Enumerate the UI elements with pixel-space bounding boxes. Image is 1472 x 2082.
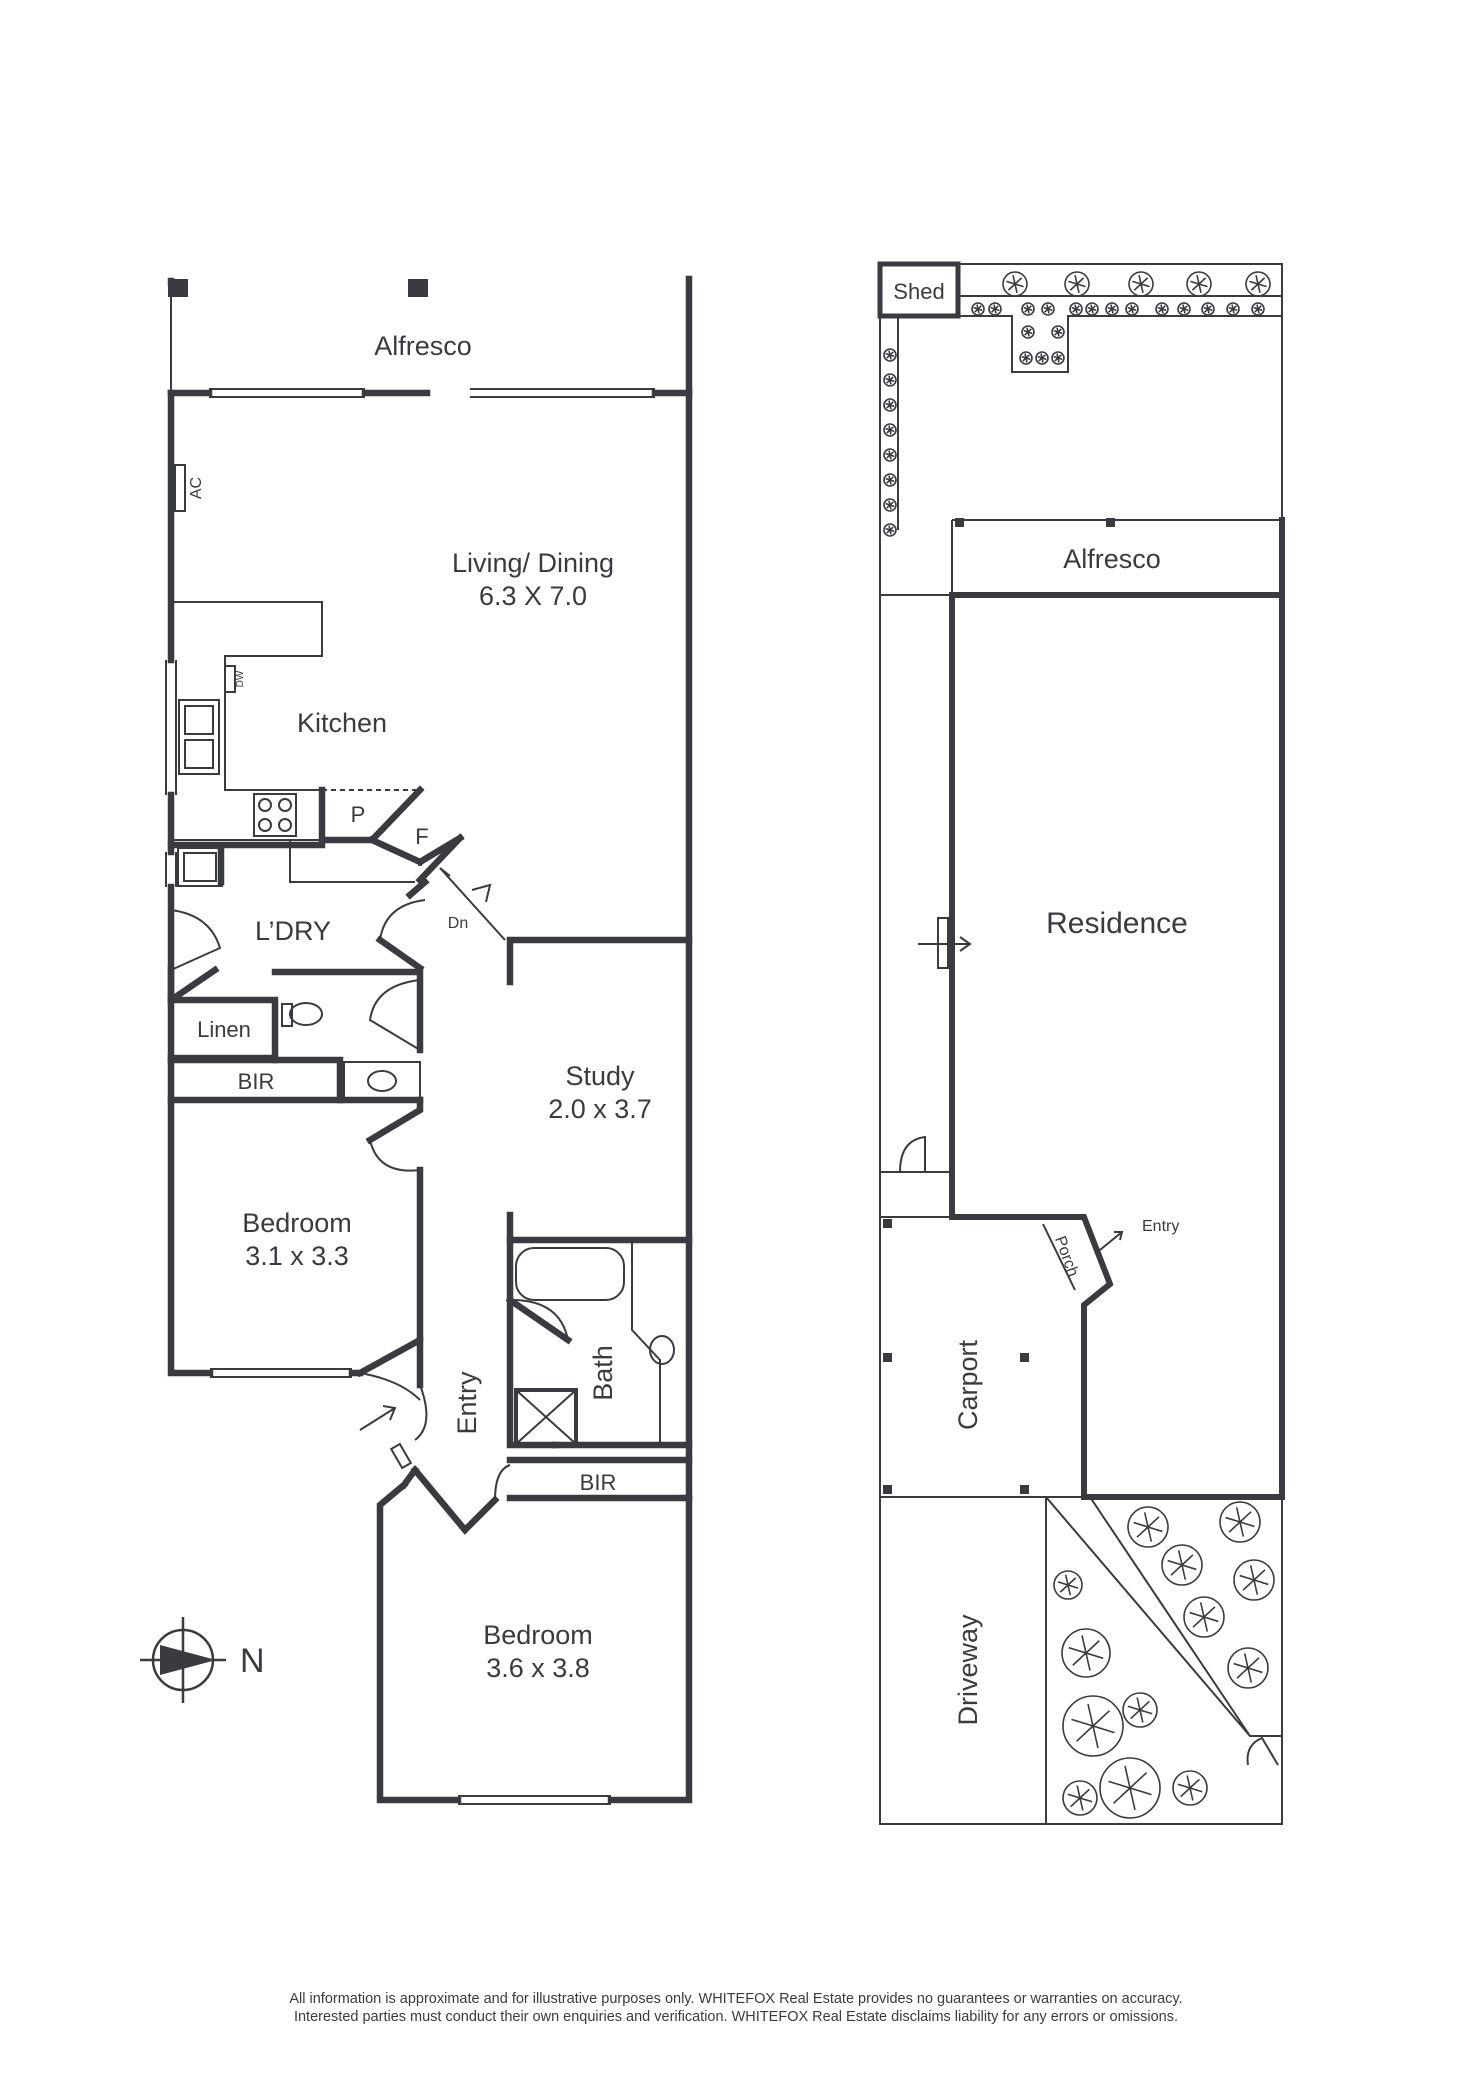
tree-icon [971,302,985,316]
tree-icon [1186,271,1212,297]
tree-icon [1201,302,1215,316]
tree-icon [1021,325,1035,339]
kitchen-sink [178,699,220,775]
tree-icon [883,498,897,512]
tree-icon [1127,1506,1169,1548]
tree-icon [1177,302,1191,316]
north-label: N [240,1642,265,1680]
shower [514,1388,578,1446]
tree-icon [1021,302,1035,316]
tree-icon [883,523,897,537]
vanity [343,1061,421,1101]
tree-icon [1128,271,1154,297]
bedroom1-label: Bedroom [242,1208,352,1238]
tree-icon [1122,1692,1158,1728]
kitchen-label: Kitchen [297,708,387,738]
tree-icon [883,448,897,462]
floor-plan [165,275,693,1805]
study-label: Study [565,1061,635,1091]
tree-icon [1051,351,1065,365]
tree-icon [1251,302,1265,316]
tree-icon [883,473,897,487]
tree-icon [1161,1544,1203,1586]
site-entry-label: Entry [1142,1218,1179,1235]
tree-icon [1172,1770,1208,1806]
disclaimer-line-1: All information is approximate and for i… [289,1991,1183,2007]
tree-icon [1226,302,1240,316]
bedroom2-label: Bedroom [483,1620,593,1650]
bath-label: Bath [588,1345,618,1401]
tree-icon [1245,271,1271,297]
tree-icon [1041,302,1055,316]
tree-icon [883,423,897,437]
tree-icon [1069,302,1083,316]
study-size: 2.0 x 3.7 [548,1094,652,1124]
tree-icon [1155,302,1169,316]
tree-icon [1061,1628,1111,1678]
bir-bottom-label: BIR [580,1470,617,1495]
ac-label: AC [188,477,205,499]
disclaimer-line-2: Interested parties must conduct their ow… [293,2009,1179,2025]
tree-icon [1035,351,1049,365]
alfresco-post [168,279,188,297]
tree-icon [1062,1780,1098,1816]
tree-icon [883,348,897,362]
tree-icon [883,373,897,387]
residence-label: Residence [1046,907,1188,940]
tree-icon [1053,1570,1083,1600]
shed-label: Shed [893,279,944,304]
tree-icon [1105,302,1119,316]
dishwasher [224,665,236,693]
bir-top-label: BIR [238,1069,275,1094]
porch-label: Porch [1051,1234,1081,1279]
tree-icon [883,398,897,412]
tree-icon [1019,351,1033,365]
living-dining-label: Living/ Dining [452,548,614,578]
tree-icon [1227,1647,1269,1689]
site-plan [877,261,1285,1825]
tree-icon [1064,271,1090,297]
tree-icon [1085,302,1099,316]
tree-icon [1219,1501,1261,1543]
tree-icon [988,302,1002,316]
entry-label: Entry [452,1371,482,1435]
toilet [289,1002,323,1026]
landscaping [883,271,1275,1819]
living-dining-size: 6.3 X 7.0 [479,581,587,611]
down-label: Dn [448,915,468,932]
tree-icon [1183,1596,1225,1638]
fridge-label: F [415,824,428,849]
ac-unit [174,464,186,512]
cooktop [253,793,297,837]
alfresco-post [408,279,428,297]
site-plan-labels: Shed Alfresco Residence Entry Porch Carp… [893,279,1188,1726]
tree-icon [1099,1757,1161,1819]
compass-icon: N [140,1617,265,1703]
tree-icon [1062,1695,1124,1757]
tree-icon [1125,302,1139,316]
carport-label: Carport [953,1339,983,1430]
pantry-label: P [351,802,366,827]
site-alfresco-label: Alfresco [1063,544,1161,574]
linen-label: Linen [197,1017,251,1042]
floor-plan-labels: Alfresco Living/ Dining 6.3 X 7.0 Kitche… [188,331,652,1683]
bathtub [515,1247,625,1301]
tree-icon [1002,271,1028,297]
driveway-label: Driveway [953,1614,983,1726]
bedroom1-size: 3.1 x 3.3 [245,1241,349,1271]
shed [877,261,961,319]
laundry-label: L’DRY [255,916,331,946]
tree-icon [1233,1559,1275,1601]
alfresco-label: Alfresco [374,331,472,361]
bedroom2-size: 3.6 x 3.8 [486,1653,590,1683]
dw-label: DW [235,670,246,687]
tree-icon [1051,325,1065,339]
